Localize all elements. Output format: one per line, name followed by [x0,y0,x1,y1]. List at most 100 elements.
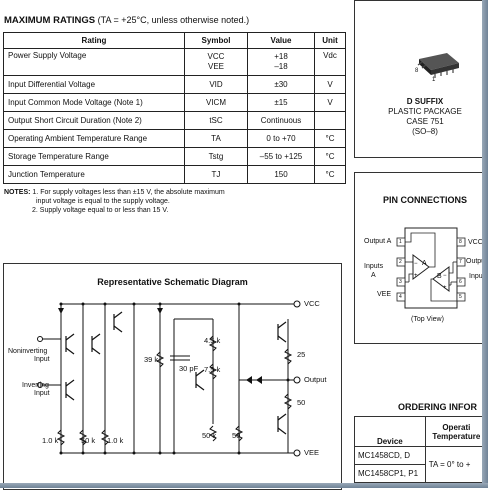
rating-cell: Input Differential Voltage [3,75,185,94]
unit-cell: V [314,75,346,94]
ratings-heading: MAXIMUM RATINGS (TA = +25°C, unless othe… [4,15,249,26]
pin-7-number: 7 [459,259,462,265]
table-row: Input Common Mode Voltage (Note 1) VICM … [3,93,346,112]
symbol-cell: Tstg [184,147,248,166]
pin-4-number: 4 [399,294,402,300]
ordering-device-cell: MC1458CP1, P1 [354,464,426,483]
table-row: Storage Temperature Range Tstg –55 to +1… [3,147,346,166]
resistor-50-label: 50 [297,398,306,407]
pin-8-number: 8 [459,239,462,245]
ordering-header-device: Device [354,416,426,447]
resistor-39k-label: 39 k [144,355,159,364]
rating-cell: Output Short Circuit Duration (Note 2) [3,111,185,130]
symbol-cell: TA [184,129,248,148]
ordering-header-temp-2: Temperature [432,431,481,441]
package-type: PLASTIC PACKAGE [388,107,462,116]
package-case: CASE 751 [406,117,444,126]
schematic-output-label: Output [304,375,327,384]
resistor-50k-a-label: 50 k [81,436,96,445]
schematic-title: Representative Schematic Diagram [97,277,248,287]
resistor-75k-label: 7.5 k [204,365,221,374]
table-row: Operating Ambient Temperature Range TA 0… [3,129,346,148]
ordering-title: ORDERING INFOR [398,402,478,412]
table-row: MC1458CD, D TA = 0° to + [354,446,488,483]
symbol-cell: VID [184,75,248,94]
package-description: D SUFFIX PLASTIC PACKAGE CASE 751 (SO–8) [355,97,488,137]
symbol-vcc: VCC [207,52,225,61]
package-suffix: D SUFFIX [406,97,444,106]
symbol-cell: TJ [184,165,248,184]
inverting-input-label-1: Inverting [22,382,49,389]
rating-cell: Operating Ambient Temperature Range [3,129,185,148]
pin-output-b-label: Outpu [466,258,486,265]
unit-cell: V [314,93,346,112]
pkg-pin8-label: 8 [415,68,419,74]
value-cell: Continuous [247,111,315,130]
ordering-temp-cell: TA = 0° to + [424,446,488,483]
ordering-table: Device Operati Temperature MC1458CD, D T… [354,416,488,483]
ordering-header-temp: Operati Temperature [424,416,488,447]
table-row: Power Supply Voltage VCC VEE +18 –18 Vdc [3,48,346,76]
pkg-pin1-label: 1 [432,77,436,83]
rating-cell: Junction Temperature [3,165,185,184]
resistor-50k-b-label: 50 k [202,431,217,440]
table-row: Output Short Circuit Duration (Note 2) t… [3,111,346,130]
ratings-condition: (TA = +25°C, unless otherwise noted.) [97,15,250,25]
ratings-table: Rating Symbol Value Unit Power Supply Vo… [3,32,346,184]
noninverting-input-label-2: Input [34,356,50,363]
rating-cell: Storage Temperature Range [3,147,185,166]
value-cell: ±30 [247,75,315,94]
value-cell: 150 [247,165,315,184]
pin-inputs-a-label: Inputs [364,263,384,270]
package-box: 8 1 D SUFFIX PLASTIC PACKAGE CASE 751 (S… [354,0,488,158]
header-unit: Unit [314,32,346,49]
schematic-vcc-label: VCC [304,299,320,308]
pin-inputs-b-label: Input [469,273,485,280]
page-edge-bottom [0,483,488,488]
ordering-device-cell: MC1458CD, D [354,446,426,465]
pin-3-number: 3 [399,279,402,285]
resistor-50-b-label: 50 [232,431,241,440]
noninverting-input-label-1: Noninverting [8,348,48,355]
ratings-title: MAXIMUM RATINGS [4,15,96,26]
pin-connections-title: PIN CONNECTIONS [383,195,468,205]
pin-1-number: 1 [399,239,402,245]
amp-a-label: A [422,260,427,267]
inverting-input-label-2: Input [34,390,50,397]
symbol-vee: VEE [207,62,224,71]
svg-text:+: + [443,285,447,291]
amp-b-label: B [437,273,442,280]
ratings-notes: NOTES: 1. For supply voltages less than … [4,188,225,215]
note-1b: input voltage is equal to the supply vol… [36,198,170,205]
unit-cell: °C [314,165,346,184]
pin-2-number: 2 [399,259,402,265]
resistor-45k-label: 4.5 k [204,336,221,345]
value-cell: 0 to +70 [247,129,315,148]
header-rating: Rating [3,32,185,49]
capacitor-30pf-label: 30 pF [179,364,199,373]
resistor-1k-b-label: 1.0 k [107,436,124,445]
top-view-caption: (Top View) [411,316,444,323]
table-row: Input Differential Voltage VID ±30 V [3,75,346,94]
symbol-cell: VCC VEE [184,48,248,76]
pin-inputs-a-suffix: A [371,272,376,279]
value-cell: ±15 [247,93,315,112]
unit-cell [314,111,346,130]
pin-6-number: 6 [459,279,462,285]
value-cell: –55 to +125 [247,147,315,166]
unit-cell: °C [314,147,346,166]
unit-cell: °C [314,129,346,148]
so8-package-icon [417,53,459,78]
ordering-header-temp-1: Operati [442,422,471,432]
svg-text:−: − [443,273,447,279]
page-edge-right [482,0,488,488]
resistor-25-label: 25 [297,350,306,359]
symbol-cell: VICM [184,93,248,112]
ratings-header-row: Rating Symbol Value Unit [3,32,346,49]
pin-vcc-label: VCC [468,239,483,246]
package-so: (SO–8) [412,127,438,136]
rating-cell: Power Supply Voltage [3,48,185,76]
value-cell: +18 –18 [247,48,315,76]
schematic-diagram [37,300,301,457]
symbol-cell: tSC [184,111,248,130]
